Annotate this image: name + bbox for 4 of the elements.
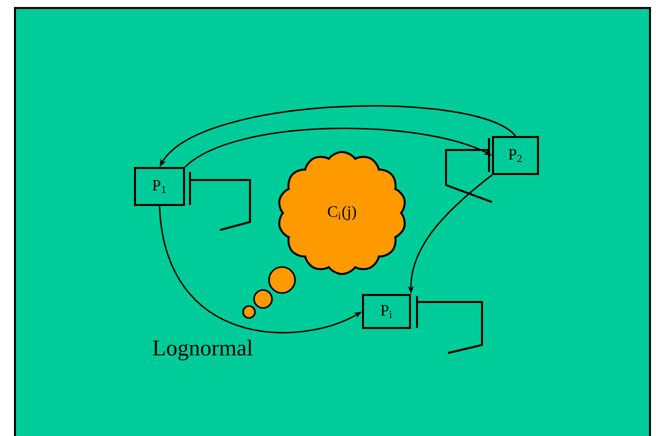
caption-text: Lognormal — [152, 340, 253, 360]
process-box: P$_{2}$ — [492, 136, 539, 175]
process-box: P$_{i}$ — [362, 294, 411, 329]
process-box: P$_{1}$ — [134, 167, 185, 206]
